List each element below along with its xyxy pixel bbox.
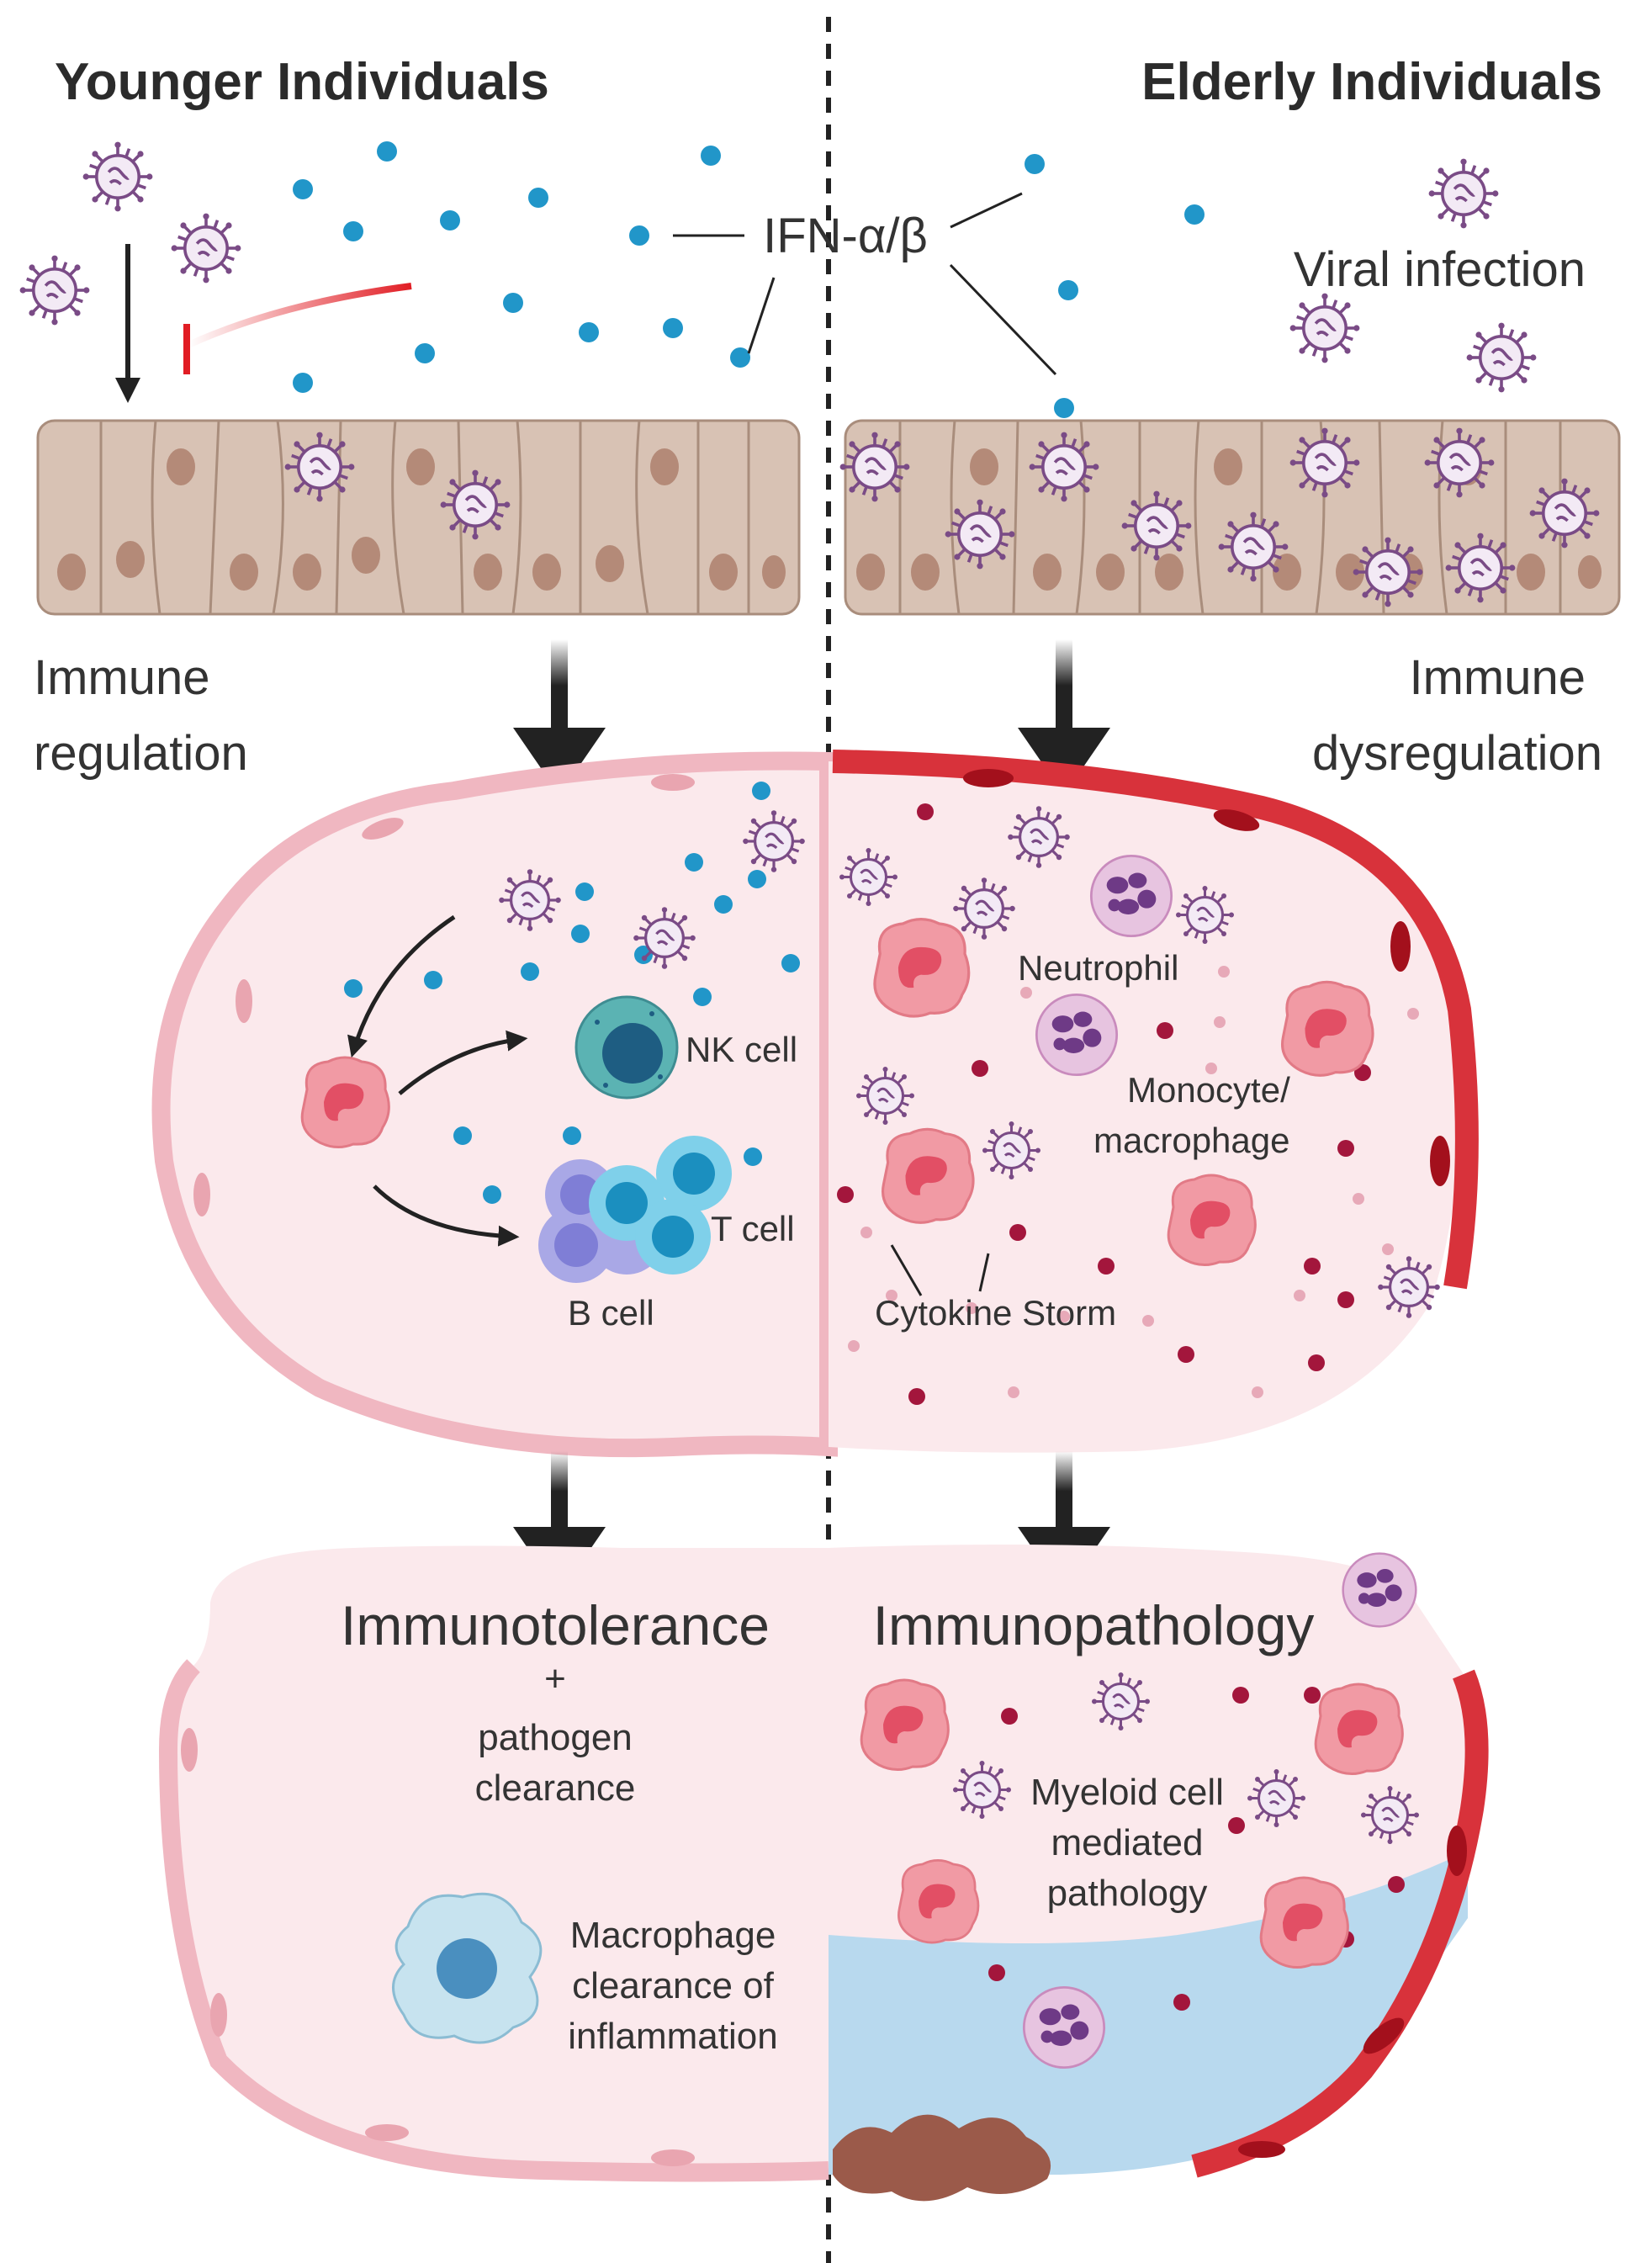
viral-infection-label: Viral infection [1294, 242, 1586, 297]
virus-icon [981, 1120, 1042, 1181]
nk-cell-label: NK cell [686, 1030, 797, 1069]
virus-icon [855, 1065, 916, 1126]
virus-icon [1376, 1254, 1442, 1320]
dendritic-cell [300, 1056, 390, 1149]
virus-icon [951, 876, 1017, 941]
monocyte-cell [1259, 1876, 1349, 1969]
virus-icon [1359, 1784, 1421, 1846]
virus-icon [1427, 156, 1501, 231]
virus-icon [632, 905, 697, 971]
neutrophil-cell [1342, 1552, 1417, 1628]
neutrophil-cell [1089, 854, 1173, 938]
myeloid-label-3: pathology [1047, 1873, 1208, 1914]
virus-icon [1174, 884, 1236, 946]
monocyte-cell [860, 1678, 950, 1772]
ifn-dots-left [293, 141, 750, 393]
monocyte-cell [1280, 980, 1374, 1077]
virus-icon [1090, 1671, 1152, 1732]
neutrophil-cell [1022, 1985, 1106, 2070]
macrophage-label-3: inflammation [568, 2016, 777, 2057]
monocyte-cell [881, 1127, 975, 1224]
pathogen-label-2: clearance [475, 1767, 636, 1809]
virus-icon [1288, 291, 1362, 365]
ifn-dots-alveolus [344, 782, 800, 1204]
immune-regulation-label-2: regulation [34, 726, 248, 781]
neutrophil-label: Neutrophil [1018, 948, 1178, 988]
cytokine-dots [837, 803, 1419, 1405]
virus-icon [81, 140, 155, 214]
immune-dysregulation-label-2: dysregulation [1312, 726, 1602, 781]
title-elderly: Elderly Individuals [1141, 53, 1602, 111]
epithelium-right [838, 419, 1621, 616]
macrophage-label-1: Macrophage [570, 1915, 776, 1956]
ifn-label: IFN-α/β [763, 209, 928, 263]
t-cell-label: T cell [711, 1209, 795, 1248]
plus-label: + [544, 1658, 566, 1699]
cytokine-connectors [890, 1244, 990, 1296]
virus-icon [1464, 321, 1538, 395]
monocyte-label-1: Monocyte/ [1127, 1070, 1290, 1110]
inhibition-icon [183, 283, 412, 374]
virus-icon [1006, 804, 1072, 870]
virus-icon [1246, 1767, 1307, 1829]
cytokine-storm-label: Cytokine Storm [875, 1293, 1116, 1333]
ifn-connectors [673, 192, 1057, 376]
immune-regulation-label-1: Immune [34, 650, 210, 705]
monocyte-cell [897, 1859, 980, 1944]
myeloid-label-2: mediated [1051, 1822, 1203, 1863]
virus-icon [169, 211, 243, 285]
macrophage-label-2: clearance of [572, 1965, 774, 2006]
pathogen-label-1: pathogen [478, 1717, 633, 1758]
flow-arrows-1 [513, 639, 1110, 795]
virus-icon [497, 867, 563, 933]
neutrophil-cell [1035, 993, 1119, 1077]
virus-icon [951, 1759, 1013, 1820]
b-cell-label: B cell [568, 1293, 654, 1333]
virus-icon [18, 253, 92, 327]
virus-icon [838, 846, 899, 908]
immunopathology-label: Immunopathology [873, 1594, 1315, 1656]
immunotolerance-label: Immunotolerance [341, 1594, 770, 1656]
macrophage-cell [392, 1892, 543, 2044]
lymphocyte-cluster [538, 1136, 732, 1283]
title-younger: Younger Individuals [55, 53, 549, 111]
myeloid-label-1: Myeloid cell [1030, 1772, 1224, 1813]
monocyte-cell [873, 917, 971, 1018]
monocyte-cell [1167, 1174, 1257, 1267]
virus-icon [741, 808, 807, 874]
ifn-dots-right [1025, 154, 1205, 418]
monocyte-cell [1314, 1683, 1404, 1776]
monocyte-label-2: macrophage [1093, 1121, 1289, 1160]
activation-arrows [347, 914, 528, 1247]
nk-cell [574, 995, 679, 1100]
epithelium-left [36, 419, 801, 616]
immune-dysregulation-label-1: Immune [1409, 650, 1586, 705]
